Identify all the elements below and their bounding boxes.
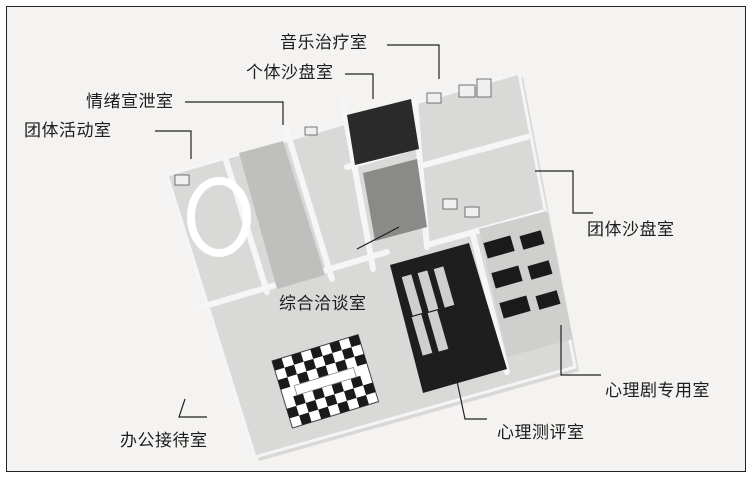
label-music-therapy-room: 音乐治疗室 [280, 33, 368, 53]
label-emotion-venting-room: 情绪宣泄室 [86, 92, 174, 112]
leader-lines [155, 44, 601, 420]
assessment-desks [401, 266, 455, 356]
assessment-room-floor [390, 243, 507, 393]
label-individual-sandplay-room: 个体沙盘室 [246, 63, 334, 83]
label-consultation-room: 综合洽谈室 [279, 294, 367, 314]
checkered-carpet [271, 334, 380, 429]
label-psychodrama-room: 心理剧专用室 [605, 381, 710, 401]
label-psych-assessment-room: 心理测评室 [497, 423, 585, 443]
consultation-table-area [363, 159, 427, 241]
label-group-sandplay-room: 团体沙盘室 [587, 220, 675, 240]
floor-plan [155, 44, 601, 461]
label-reception-office: 办公接待室 [120, 431, 208, 451]
psychodrama-tables [483, 230, 561, 319]
label-group-activity-room: 团体活动室 [24, 121, 112, 141]
furniture [174, 78, 492, 218]
chair-circle [187, 177, 251, 257]
individual-sandplay-floor [347, 99, 419, 165]
diagram-frame: 音乐治疗室 个体沙盘室 情绪宣泄室 团体活动室 团体沙盘室 综合洽谈室 心理剧专… [6, 6, 746, 472]
emotion-room-floor [239, 141, 325, 289]
